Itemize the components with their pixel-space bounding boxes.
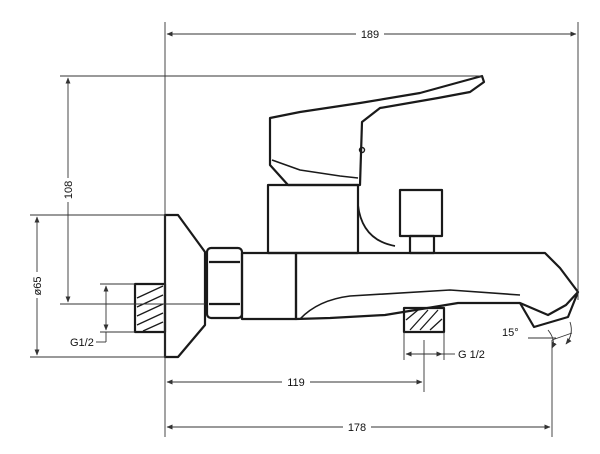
diverter-knob (398, 188, 444, 238)
spout-body (294, 251, 580, 321)
label-outlet-thread: G 1/2 (458, 349, 485, 361)
label-spout-reach: 178 (348, 422, 366, 434)
label-overall-height: 108 (63, 181, 75, 199)
escutcheon (163, 213, 207, 359)
dimension-lines (30, 22, 579, 437)
hex-nut (205, 246, 244, 320)
label-overall-width: 189 (361, 29, 379, 41)
outlet-thread (402, 306, 446, 334)
wall-inlet-thread (133, 282, 167, 334)
label-escutcheon-diameter: ø65 (32, 277, 44, 296)
outlet-thread-hatching (405, 309, 443, 331)
lever-handle (268, 74, 486, 187)
label-spout-angle: 15° (502, 327, 519, 339)
wall-thread-hatching (136, 285, 164, 332)
connector (240, 251, 298, 321)
label-wall-thread: G1/2 (70, 337, 94, 349)
cartridge-body (266, 183, 360, 255)
faucet-outline (133, 74, 580, 359)
label-to-outlet: 119 (287, 377, 305, 389)
aerator (519, 291, 580, 329)
dimension-labels: 189 108 ø65 G1/2 G 1/2 15° 119 178 (27, 27, 519, 434)
